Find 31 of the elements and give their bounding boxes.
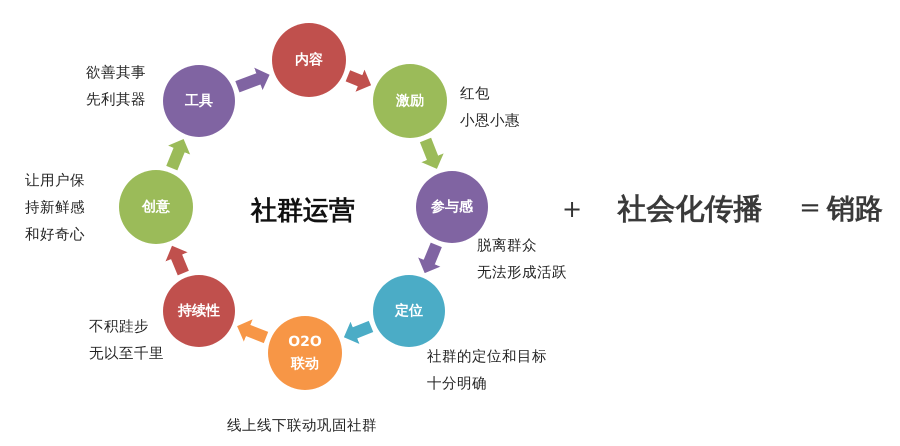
side-note: 欲善其事 <box>86 64 146 82</box>
result-label: 销路 <box>827 192 883 226</box>
equals-sign: = <box>799 194 821 224</box>
node-label: O2O 联动 <box>287 333 323 374</box>
side-note: 线上线下联动巩固社群 <box>227 416 377 436</box>
node-label: 参与感 <box>431 198 473 217</box>
plus-sign: + <box>562 196 582 224</box>
side-note: 无以至千里 <box>89 344 164 364</box>
arrow <box>342 320 374 344</box>
arrow <box>420 138 444 172</box>
arrow <box>418 242 442 276</box>
side-note: 让用户保持新鲜感和好奇心 <box>25 172 86 244</box>
side-note: 小恩小惠 <box>460 112 520 130</box>
side-note: 不积跬步 <box>89 318 149 336</box>
side-note: 社群的定位和目标十分明确 <box>427 348 548 394</box>
node-label: 激励 <box>396 92 424 111</box>
arrow <box>346 70 374 92</box>
side-note: 脱离群众 <box>477 236 537 256</box>
arrow <box>166 244 189 276</box>
node-label: 创意 <box>142 198 170 217</box>
center-label: 社群运营 <box>251 197 355 227</box>
node-label: 持续性 <box>178 302 220 321</box>
node-label: 工具 <box>185 92 213 111</box>
side-note: 先利其器 <box>86 90 146 110</box>
term-label: 社会化传播 <box>618 192 762 226</box>
node-label: 定位 <box>395 302 423 321</box>
side-note: 无法形成活跃 <box>477 264 567 282</box>
node-label: 内容 <box>295 50 323 70</box>
side-note: 红包 <box>460 84 490 104</box>
arrow <box>235 68 272 92</box>
arrow <box>234 319 268 344</box>
